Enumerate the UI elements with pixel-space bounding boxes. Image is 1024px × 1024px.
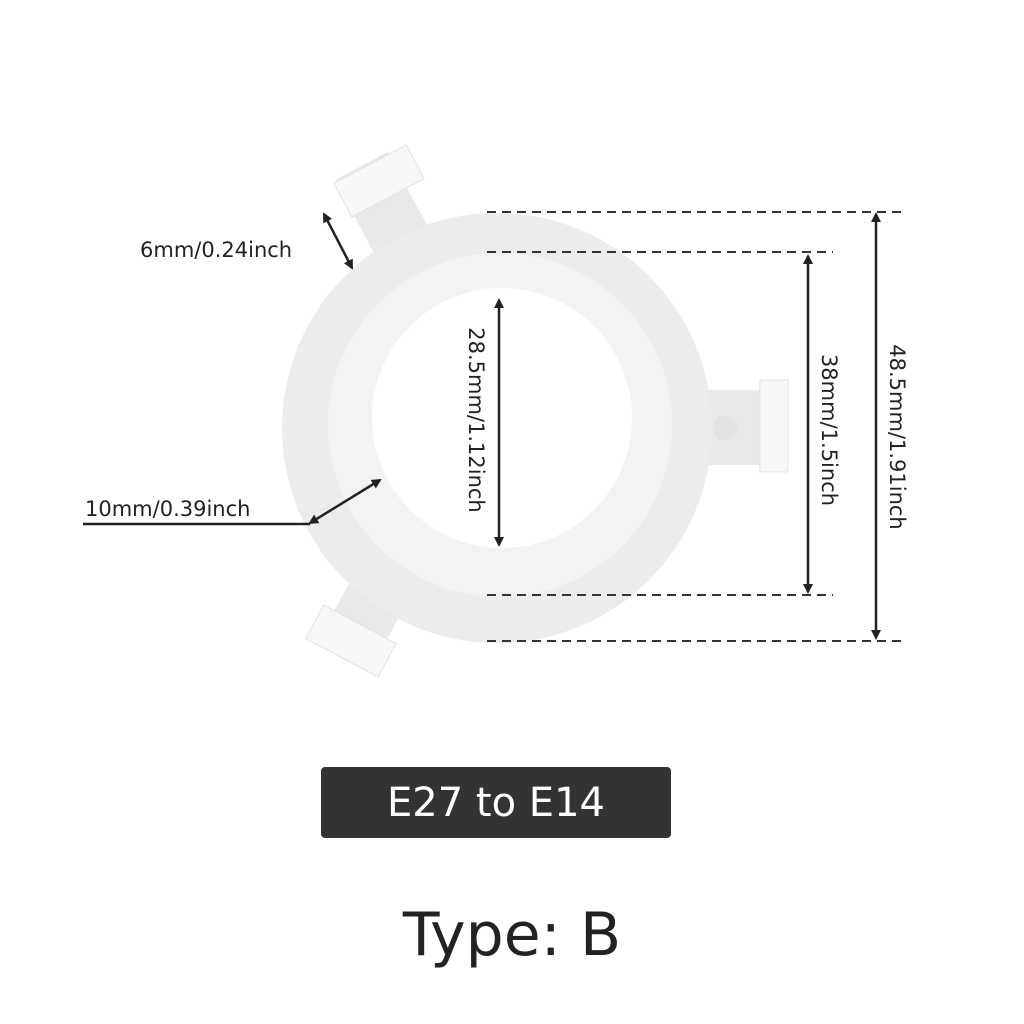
badge-label: E27 to E14 <box>387 779 605 826</box>
type-label: Type: B <box>402 900 622 970</box>
conversion-badge: E27 to E14 <box>321 767 671 838</box>
tab-width-label: 6mm/0.24inch <box>140 238 293 262</box>
inner-diameter-label: 28.5mm/1.12inch <box>464 327 488 513</box>
dashed-guides <box>487 211 903 642</box>
tab-right <box>700 379 789 473</box>
outer-diameter-label: 48.5mm/1.91inch <box>885 344 909 530</box>
ring-adapter-part <box>282 144 789 678</box>
dimension-arrows <box>83 212 881 640</box>
ring-width-label: 10mm/0.39inch <box>85 497 251 521</box>
flange-diameter-label: 38mm/1.5inch <box>817 353 841 507</box>
